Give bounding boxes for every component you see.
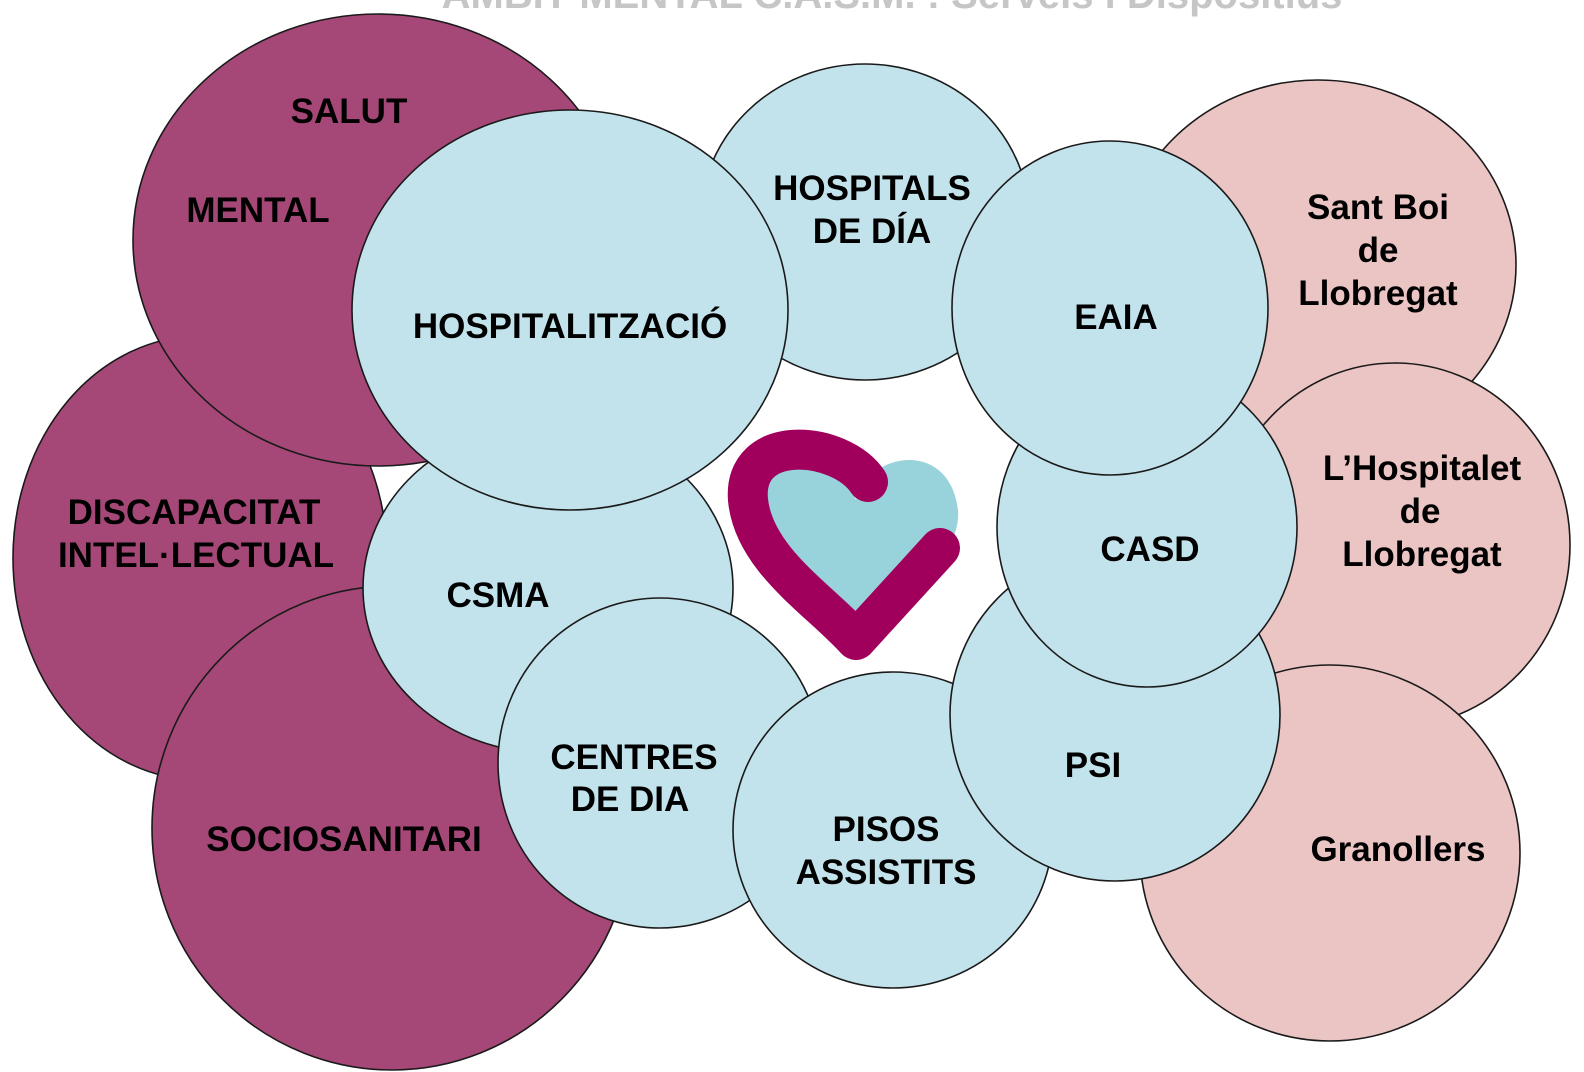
page-title: ÀMBIT MENTAL C.A.S.M. : Serveis i Dispos… xyxy=(442,0,1343,17)
service-label-pisos: PISOS xyxy=(833,810,940,849)
service-label-csma: CSMA xyxy=(446,576,549,615)
service-label-centres: CENTRES xyxy=(550,738,717,777)
service-label-hospitals: HOSPITALS xyxy=(773,169,971,208)
service-eaia-circle xyxy=(951,140,1269,476)
location-label-santboi: Sant Boi xyxy=(1307,188,1449,227)
area-label-salut: SALUT xyxy=(291,92,408,131)
location-label-santboi-llobregat: Llobregat xyxy=(1298,274,1458,313)
service-label-casd: CASD xyxy=(1100,530,1199,569)
service-label-centres-de-dia: DE DIA xyxy=(571,780,690,819)
location-label-hospitalet: L’Hospitalet xyxy=(1323,449,1522,488)
heart-logo-icon xyxy=(727,429,960,660)
location-label-santboi-de: de xyxy=(1358,231,1399,270)
location-label-hospitalet-de: de xyxy=(1400,492,1441,531)
location-label-granollers: Granollers xyxy=(1310,830,1485,869)
service-label-assistits: ASSISTITS xyxy=(796,853,977,892)
service-hospitalitzacio-circle xyxy=(351,109,789,511)
location-label-hospitalet-llobregat: Llobregat xyxy=(1342,535,1502,574)
service-label-eaia: EAIA xyxy=(1074,298,1158,337)
area-label-sociosanitari: SOCIOSANITARI xyxy=(206,820,481,859)
service-label-hospitalitzacio: HOSPITALITZACIÓ xyxy=(413,306,727,346)
service-label-de-dia: DE DÍA xyxy=(813,211,932,251)
service-label-psi: PSI xyxy=(1065,746,1121,785)
area-label-discapacitat: DISCAPACITAT xyxy=(68,493,321,532)
area-label-mental: MENTAL xyxy=(186,191,329,230)
area-label-intel-lectual: INTEL·LECTUAL xyxy=(58,536,334,575)
